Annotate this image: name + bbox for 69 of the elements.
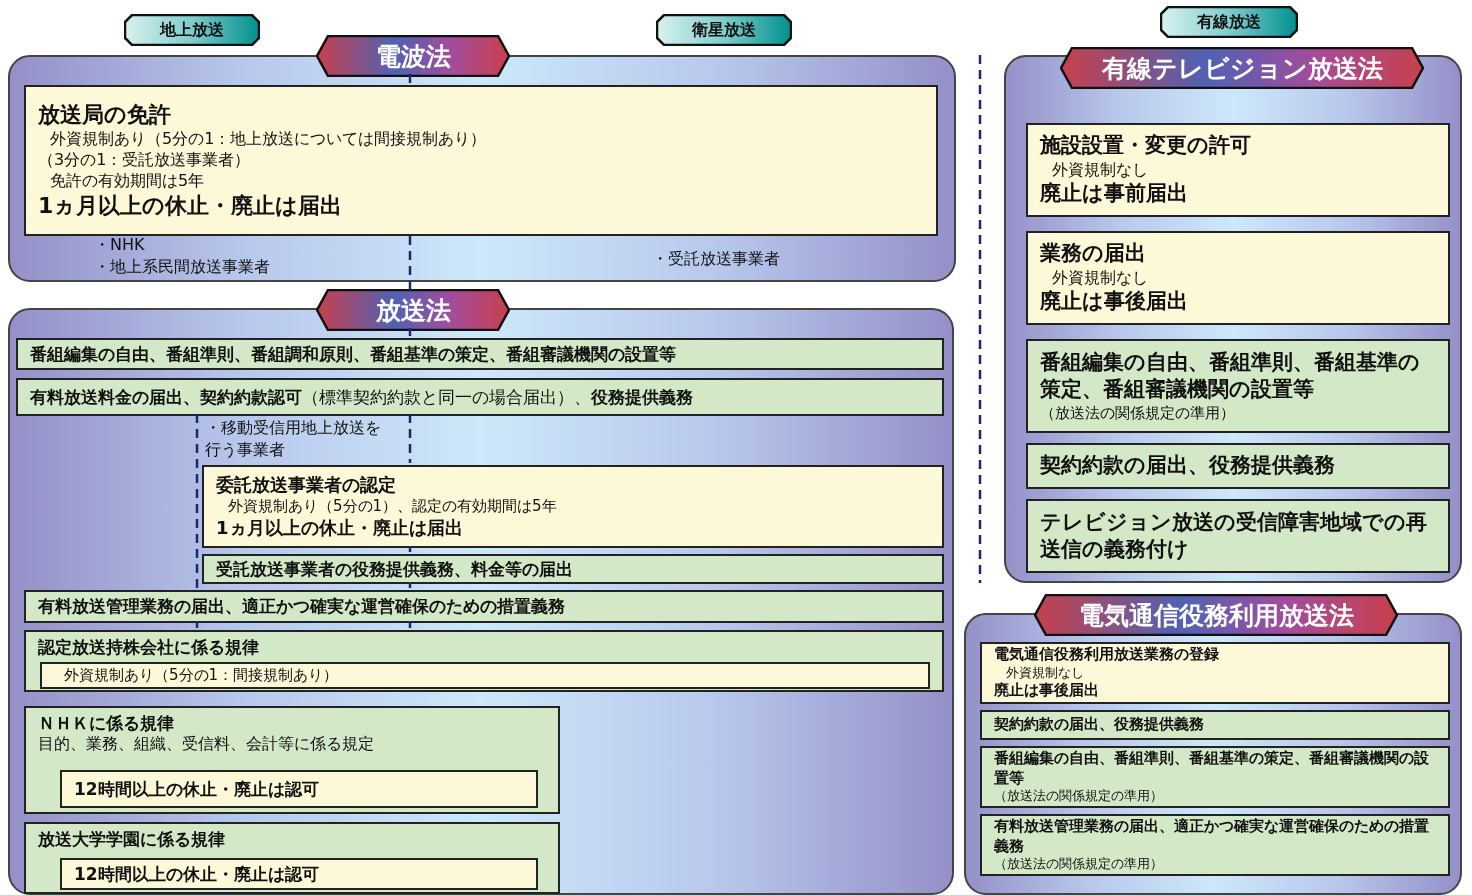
provision-box [24,85,938,236]
provision-box [1026,499,1450,573]
provision-box [980,642,1450,704]
law-title-banner: 電気通信役務利用放送法 [1034,594,1398,636]
provision-heading: 契約約款の届出、役務提供義務 [994,715,1205,735]
provision-heading: テレビジョン放送の受信障害地域での再送信の義務付け [1040,508,1428,563]
provision-box [202,465,944,548]
provision-note: 外資規制あり（5分の1）、認定の有効期間は5年 [227,496,558,517]
provision-note: 免許の有効期間は5年 [49,170,206,192]
provision-box [1026,123,1450,217]
provision-note: 外資規制あり（5分の1：地上放送については間接規制あり） [49,129,488,151]
provision-box [16,338,944,370]
provision-note: 1ヵ月以上の休止・廃止は届出 [38,191,344,220]
operator-note: ・NHK [94,234,146,256]
provision-heading: 委託放送事業者の認定 [216,473,397,497]
provision-heading: 認定放送持株会社に係る規律 [38,636,260,659]
provision-box [202,554,944,584]
provision-note: （放送法の関係規定の準用） [994,788,1164,805]
provision-box [24,706,560,814]
provision-heading: 受託放送事業者の役務提供義務、料金等の届出 [216,557,574,581]
provision-heading: 有料放送料金の届出、契約約款認可（標準契約約款と同一の場合届出）、役務提供義務 [30,385,694,409]
provision-note: 目的、業務、組織、受信料、会計等に係る規定 [38,734,375,755]
provision-note: 廃止は事後届出 [994,681,1100,701]
provision-box [1026,231,1450,325]
provision-heading: 施設設置・変更の許可 [1040,132,1252,160]
operator-note: ・移動受信用地上放送を行う事業者 [205,417,382,462]
provision-note: 外資規制なし [1005,664,1085,682]
broadcast-type-tag: 衛星放送 [656,14,792,46]
provision-box [980,814,1450,876]
provision-note: 1ヵ月以上の休止・廃止は届出 [216,516,464,540]
provision-heading: 業務の届出 [1040,240,1147,268]
provision-box [1026,339,1450,433]
provision-box [16,378,944,416]
provision-heading: 12時間以上の休止・廃止は認可 [74,777,320,801]
law-title-banner: 有線テレビジョン放送法 [1060,47,1424,89]
law-title-banner: 電波法 [316,35,510,77]
provision-heading: 有料放送管理業務の届出、適正かつ確実な運営確保のための措置義務 [994,817,1430,857]
provision-heading: 有料放送管理業務の届出、適正かつ確実な運営確保のための措置義務 [38,595,566,618]
provision-heading: 放送大学学園に係る規律 [38,828,226,851]
provision-box [24,630,944,692]
provision-heading: 番組編集の自由、番組準則、番組基準の策定、番組審議機関の設置等 [1040,348,1421,404]
law-title-banner: 放送法 [316,289,510,331]
provision-box [60,770,538,808]
provision-note: 外資規制なし [1051,159,1149,181]
provision-heading: 番組編集の自由、番組準則、番組基準の策定、番組審議機関の設置等 [994,749,1430,789]
provision-heading: 放送局の免許 [38,100,172,129]
provision-heading: 契約約款の届出、役務提供義務 [1040,452,1336,480]
broadcast-type-tag: 有線放送 [1160,6,1298,38]
provision-note: 廃止は事後届出 [1040,288,1189,316]
provision-heading: 番組編集の自由、番組準則、番組調和原則、番組基準の策定、番組審議機関の設置等 [30,342,677,366]
provision-heading: 12時間以上の休止・廃止は認可 [74,862,320,886]
provision-box [60,858,538,890]
operator-note: ・受託放送事業者 [652,248,781,270]
provision-note: （放送法の関係規定の準用） [1040,403,1236,424]
provision-note: （放送法の関係規定の準用） [994,856,1164,873]
provision-note: （3分の1：受託放送事業者） [38,150,252,171]
provision-heading: ＮＨＫに係る規律 [38,712,175,735]
provision-box [40,662,930,689]
provision-box [980,746,1450,808]
provision-note: 廃止は事前届出 [1040,180,1189,208]
provision-box [24,590,944,623]
provision-box [980,710,1450,740]
provision-heading: 外資規制あり（5分の1：間接規制あり） [63,665,340,686]
provision-note: 外資規制なし [1051,267,1149,289]
provision-box [24,822,560,894]
provision-heading: 電気通信役務利用放送業務の登録 [994,645,1220,665]
provision-box [1026,443,1450,489]
operator-note: ・地上系民間放送事業者 [94,256,271,278]
broadcast-type-tag: 地上放送 [124,14,260,46]
